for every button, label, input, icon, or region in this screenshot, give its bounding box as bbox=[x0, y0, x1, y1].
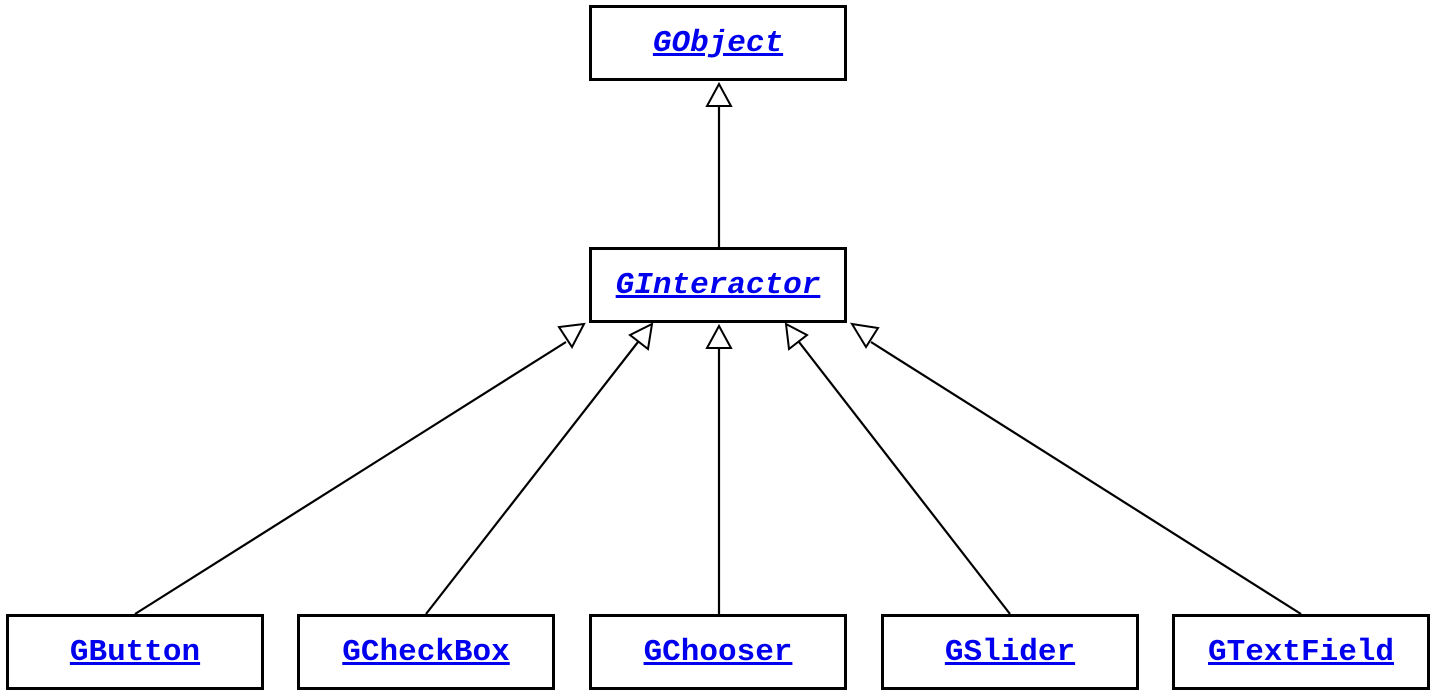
gchooser-link[interactable]: GChooser bbox=[643, 634, 793, 670]
edge-gtextfield-ginteractor bbox=[850, 322, 1302, 615]
edge-gbutton-ginteractor bbox=[134, 322, 586, 615]
edge-gchooser-ginteractor bbox=[705, 323, 733, 614]
gobject-link[interactable]: GObject bbox=[652, 25, 784, 61]
gtextfield-link[interactable]: GTextField bbox=[1207, 634, 1395, 670]
inheritance-arrowhead bbox=[628, 322, 654, 351]
inheritance-arrowhead bbox=[784, 322, 809, 351]
class-box-gbutton: GButton bbox=[6, 614, 264, 690]
class-box-ginteractor: GInteractor bbox=[589, 247, 847, 323]
gcheckbox-link[interactable]: GCheckBox bbox=[342, 634, 510, 670]
class-box-gobject: GObject bbox=[589, 5, 847, 81]
class-box-gcheckbox: GCheckBox bbox=[297, 614, 555, 690]
inheritance-arrowhead bbox=[705, 81, 733, 107]
gslider-link[interactable]: GSlider bbox=[944, 634, 1076, 670]
inheritance-arrowhead bbox=[850, 322, 880, 349]
edge-gslider-ginteractor bbox=[784, 322, 1011, 615]
class-box-gchooser: GChooser bbox=[589, 614, 847, 690]
edge-ginteractor-gobject bbox=[705, 81, 733, 247]
edge-gcheckbox-ginteractor bbox=[425, 322, 654, 615]
gbutton-link[interactable]: GButton bbox=[69, 634, 201, 670]
class-box-gslider: GSlider bbox=[881, 614, 1139, 690]
inheritance-arrowhead bbox=[557, 322, 586, 349]
inheritance-arrowhead bbox=[705, 323, 733, 349]
class-box-gtextfield: GTextField bbox=[1172, 614, 1430, 690]
ginteractor-link[interactable]: GInteractor bbox=[615, 267, 821, 303]
